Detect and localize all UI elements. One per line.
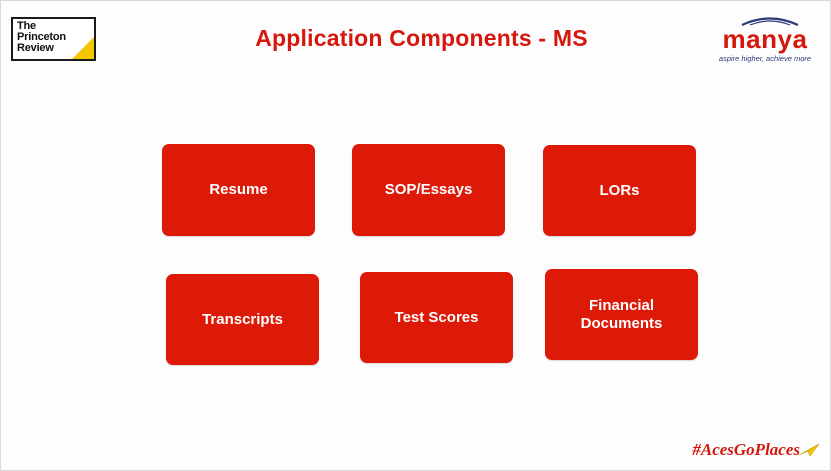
logo-accent-triangle bbox=[70, 35, 94, 59]
component-label: Financial Documents bbox=[580, 296, 663, 332]
component-label: Transcripts bbox=[202, 310, 283, 328]
logo-line-1: The bbox=[17, 20, 36, 32]
component-tile-resume: Resume bbox=[162, 144, 315, 236]
manya-logo: manya aspire higher, achieve more bbox=[710, 13, 820, 68]
princeton-review-logo: The Princeton Review bbox=[11, 17, 96, 61]
logo-line-2: Princeton bbox=[17, 31, 66, 43]
logo-line-3: Review bbox=[17, 42, 54, 54]
component-tile-financial-documents: Financial Documents bbox=[545, 269, 698, 360]
component-label: Test Scores bbox=[394, 308, 479, 326]
paper-plane-icon bbox=[798, 443, 820, 457]
slide-title: Application Components - MS bbox=[255, 25, 588, 51]
footer-hashtag: #AcesGoPlaces bbox=[692, 440, 800, 459]
component-tile-lors: LORs bbox=[543, 145, 696, 236]
component-tile-test-scores: Test Scores bbox=[360, 272, 513, 363]
manya-tagline: aspire higher, achieve more bbox=[718, 54, 812, 63]
component-label: Resume bbox=[209, 181, 268, 198]
component-label: SOP/Essays bbox=[384, 181, 473, 198]
manya-brand: manya bbox=[722, 24, 808, 54]
component-tile-sop-essays: SOP/Essays bbox=[352, 144, 505, 236]
component-label: LORs bbox=[599, 181, 640, 199]
manya-arc-icon bbox=[741, 17, 799, 26]
component-tile-transcripts: Transcripts bbox=[166, 274, 319, 365]
